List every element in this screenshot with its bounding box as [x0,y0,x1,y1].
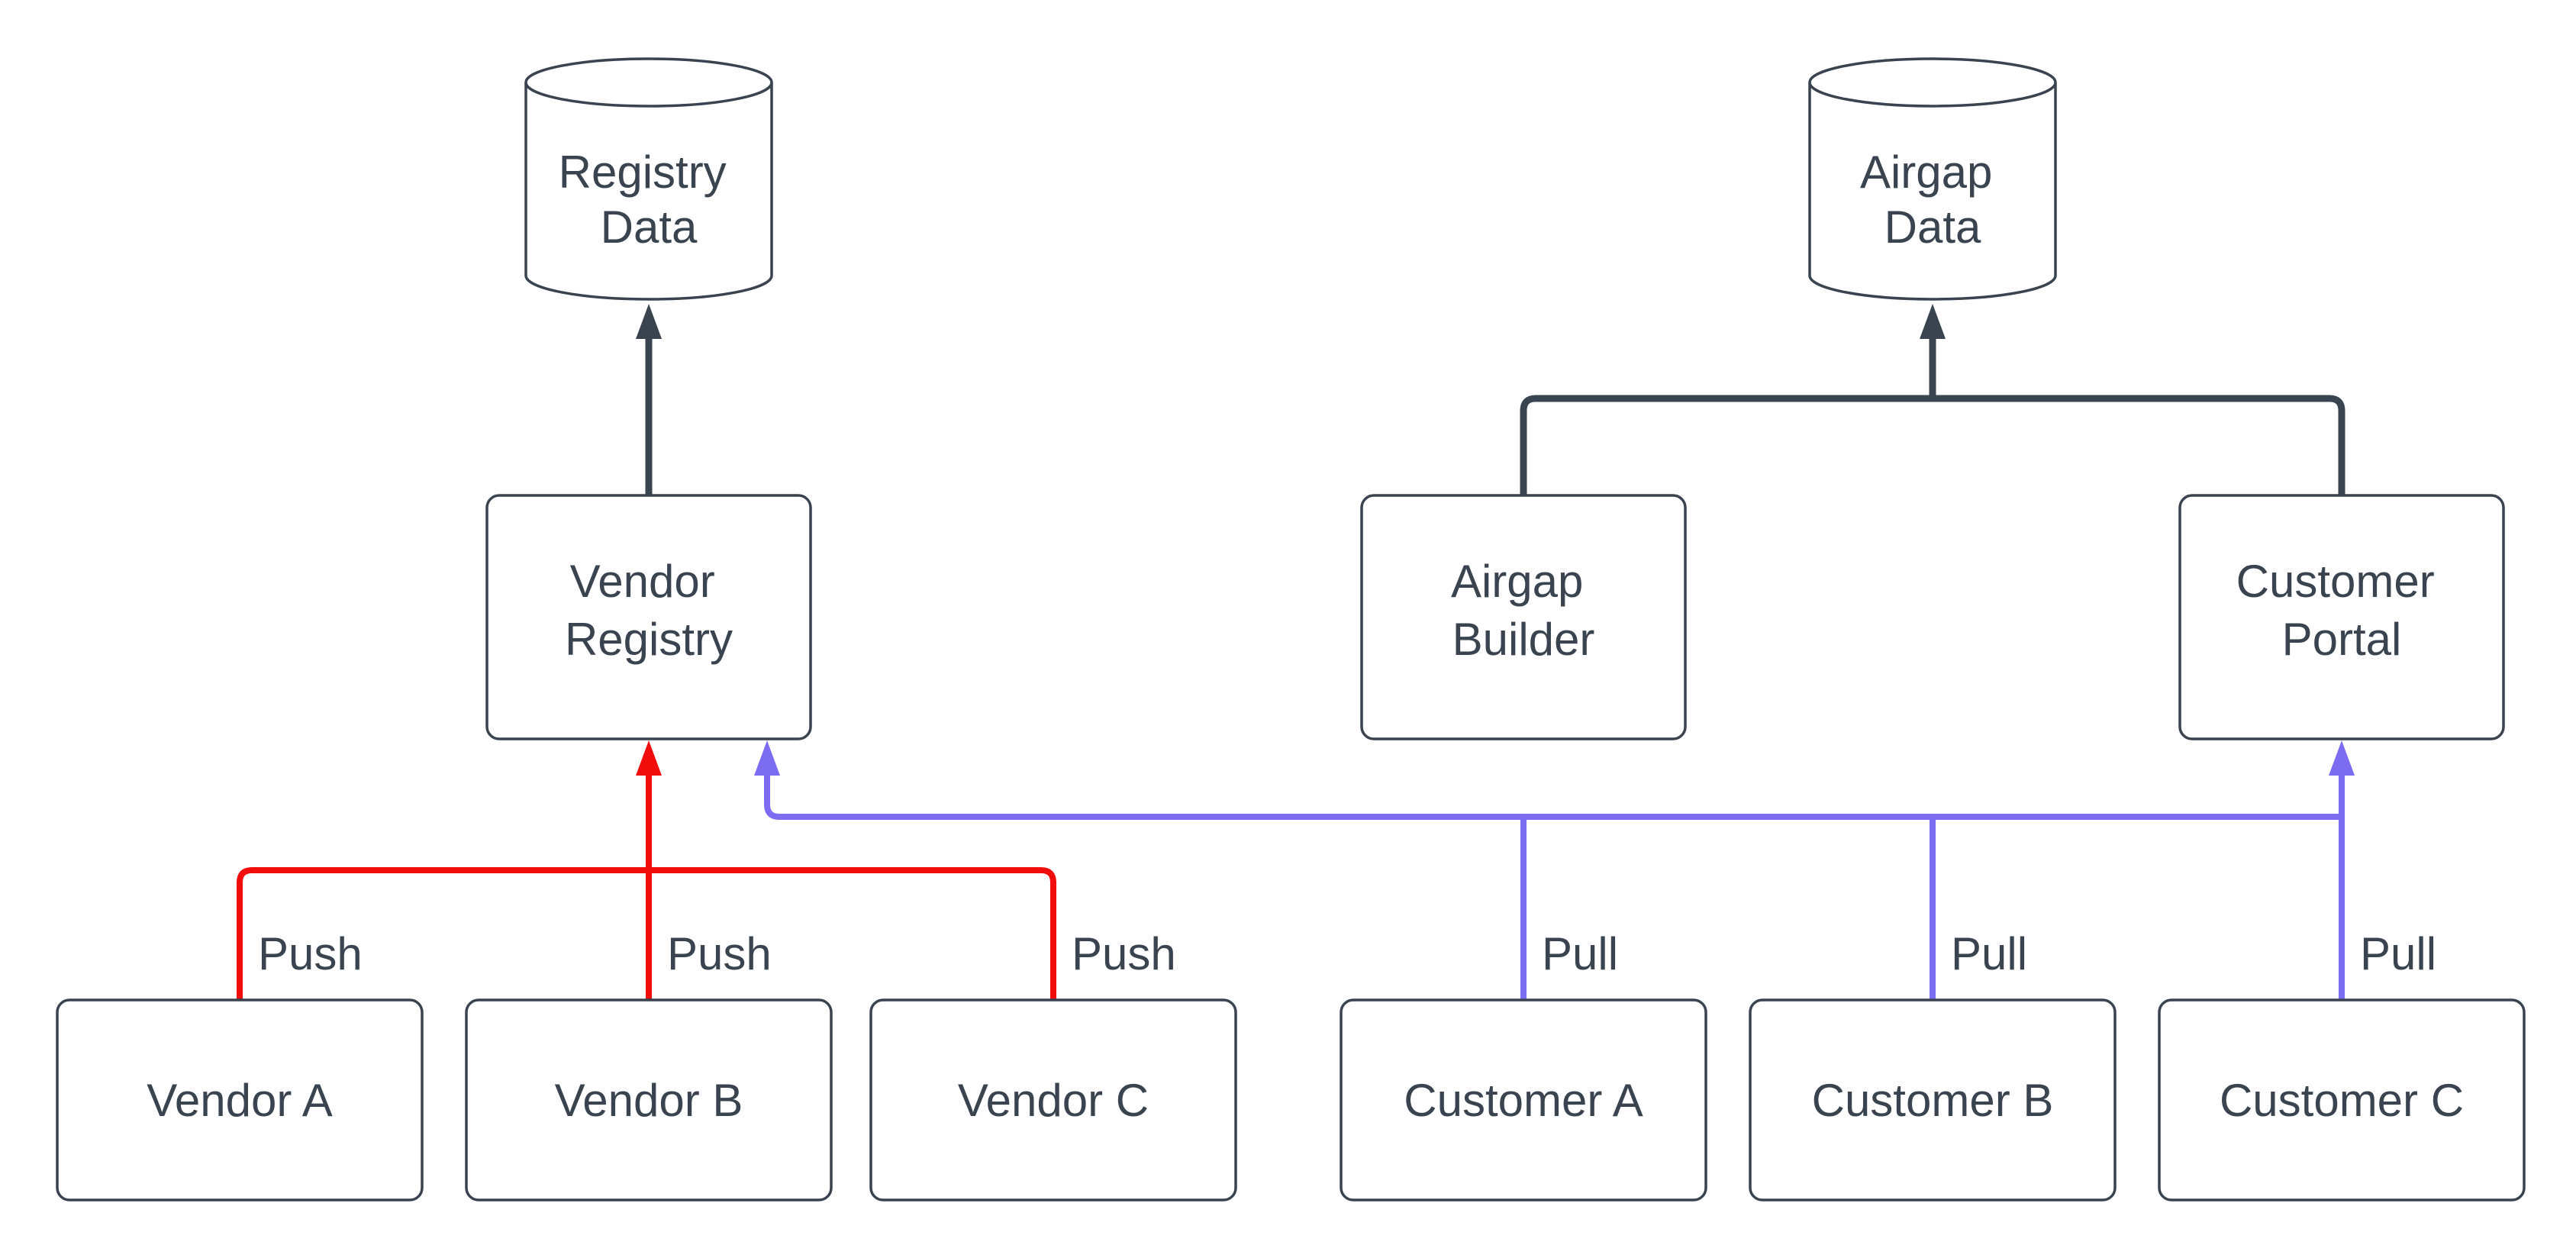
node-box [869,998,1237,1202]
node-box [1360,494,1687,740]
node-customer-b: Customer B [1749,998,2117,1202]
edge-label-pull-customer-b: Pull [1951,928,2027,979]
node-customer-portal: Customer Portal [2178,494,2505,740]
edge-airgap-builder-to-merge [1520,395,1933,496]
node-label-line1: Customer [2236,556,2435,607]
edge-pull-horizontal [764,776,2342,820]
arrowhead-pull-vendor-registry [754,740,780,776]
arrowhead-push-vendor-registry [636,740,662,776]
node-label: Airgap Data [1860,147,2005,253]
edge-label-push-vendor-a: Push [258,928,363,979]
arrowhead-airgap-data [1920,304,1946,339]
node-label-line2: Portal [2282,614,2402,665]
node-vendor-registry: Vendor Registry [485,494,812,740]
node-registry-data: Registry Data [524,57,773,301]
edge-label-push-vendor-c: Push [1072,928,1176,979]
node-label-line2: Data [601,202,698,253]
node-label: Vendor Registry [565,556,733,665]
node-customer-a: Customer A [1340,998,1707,1202]
edge-customer-portal-to-merge [1933,395,2345,496]
node-airgap-builder: Airgap Builder [1360,494,1687,740]
node-label: Vendor B [555,1075,743,1126]
node-customer-c: Customer C [2158,998,2526,1202]
node-label: Airgap Builder [1451,556,1596,665]
cylinder-shape [524,57,773,301]
node-label: Customer A [1404,1075,1643,1126]
node-label: Customer Portal [2236,556,2448,665]
node-label-line1: Airgap [1860,147,1992,198]
dark-edges [636,304,2345,496]
edge-label-pull-customer-c: Pull [2360,928,2436,979]
node-box [2178,494,2505,740]
pull-edges [754,740,2355,1002]
node-airgap-data: Airgap Data [1808,57,2057,301]
node-vendor-b: Vendor B [465,998,833,1202]
push-edges [237,740,1056,1002]
node-box [1340,998,1707,1202]
node-vendor-a: Vendor A [56,998,424,1202]
node-label-line1: Registry [559,147,727,198]
arrowhead-registry-data [636,304,662,339]
node-label-line2: Builder [1452,614,1595,665]
node-label: Customer C [2220,1075,2464,1126]
node-label-line1: Vendor [570,556,715,607]
edge-label-pull-customer-a: Pull [1542,928,1618,979]
node-label-line2: Registry [565,614,733,665]
edge-labels: Push Push Push Pull Pull Pull [258,928,2436,979]
arrowhead-pull-customer-portal [2329,740,2355,776]
node-label: Registry Data [559,147,740,253]
node-label: Customer B [1812,1075,2054,1126]
node-box [485,494,812,740]
node-label-line1: Airgap [1451,556,1583,607]
node-box [56,998,424,1202]
node-box [2158,998,2526,1202]
node-vendor-c: Vendor C [869,998,1237,1202]
node-box [1749,998,2117,1202]
node-label: Vendor C [958,1075,1149,1126]
cylinder-rim [1808,82,2057,108]
cylinder-shape [1808,57,2057,301]
node-label-line2: Data [1884,202,1981,253]
cylinder-rim [524,82,773,108]
node-label: Vendor A [147,1075,333,1126]
node-box [465,998,833,1202]
edge-label-push-vendor-b: Push [667,928,772,979]
